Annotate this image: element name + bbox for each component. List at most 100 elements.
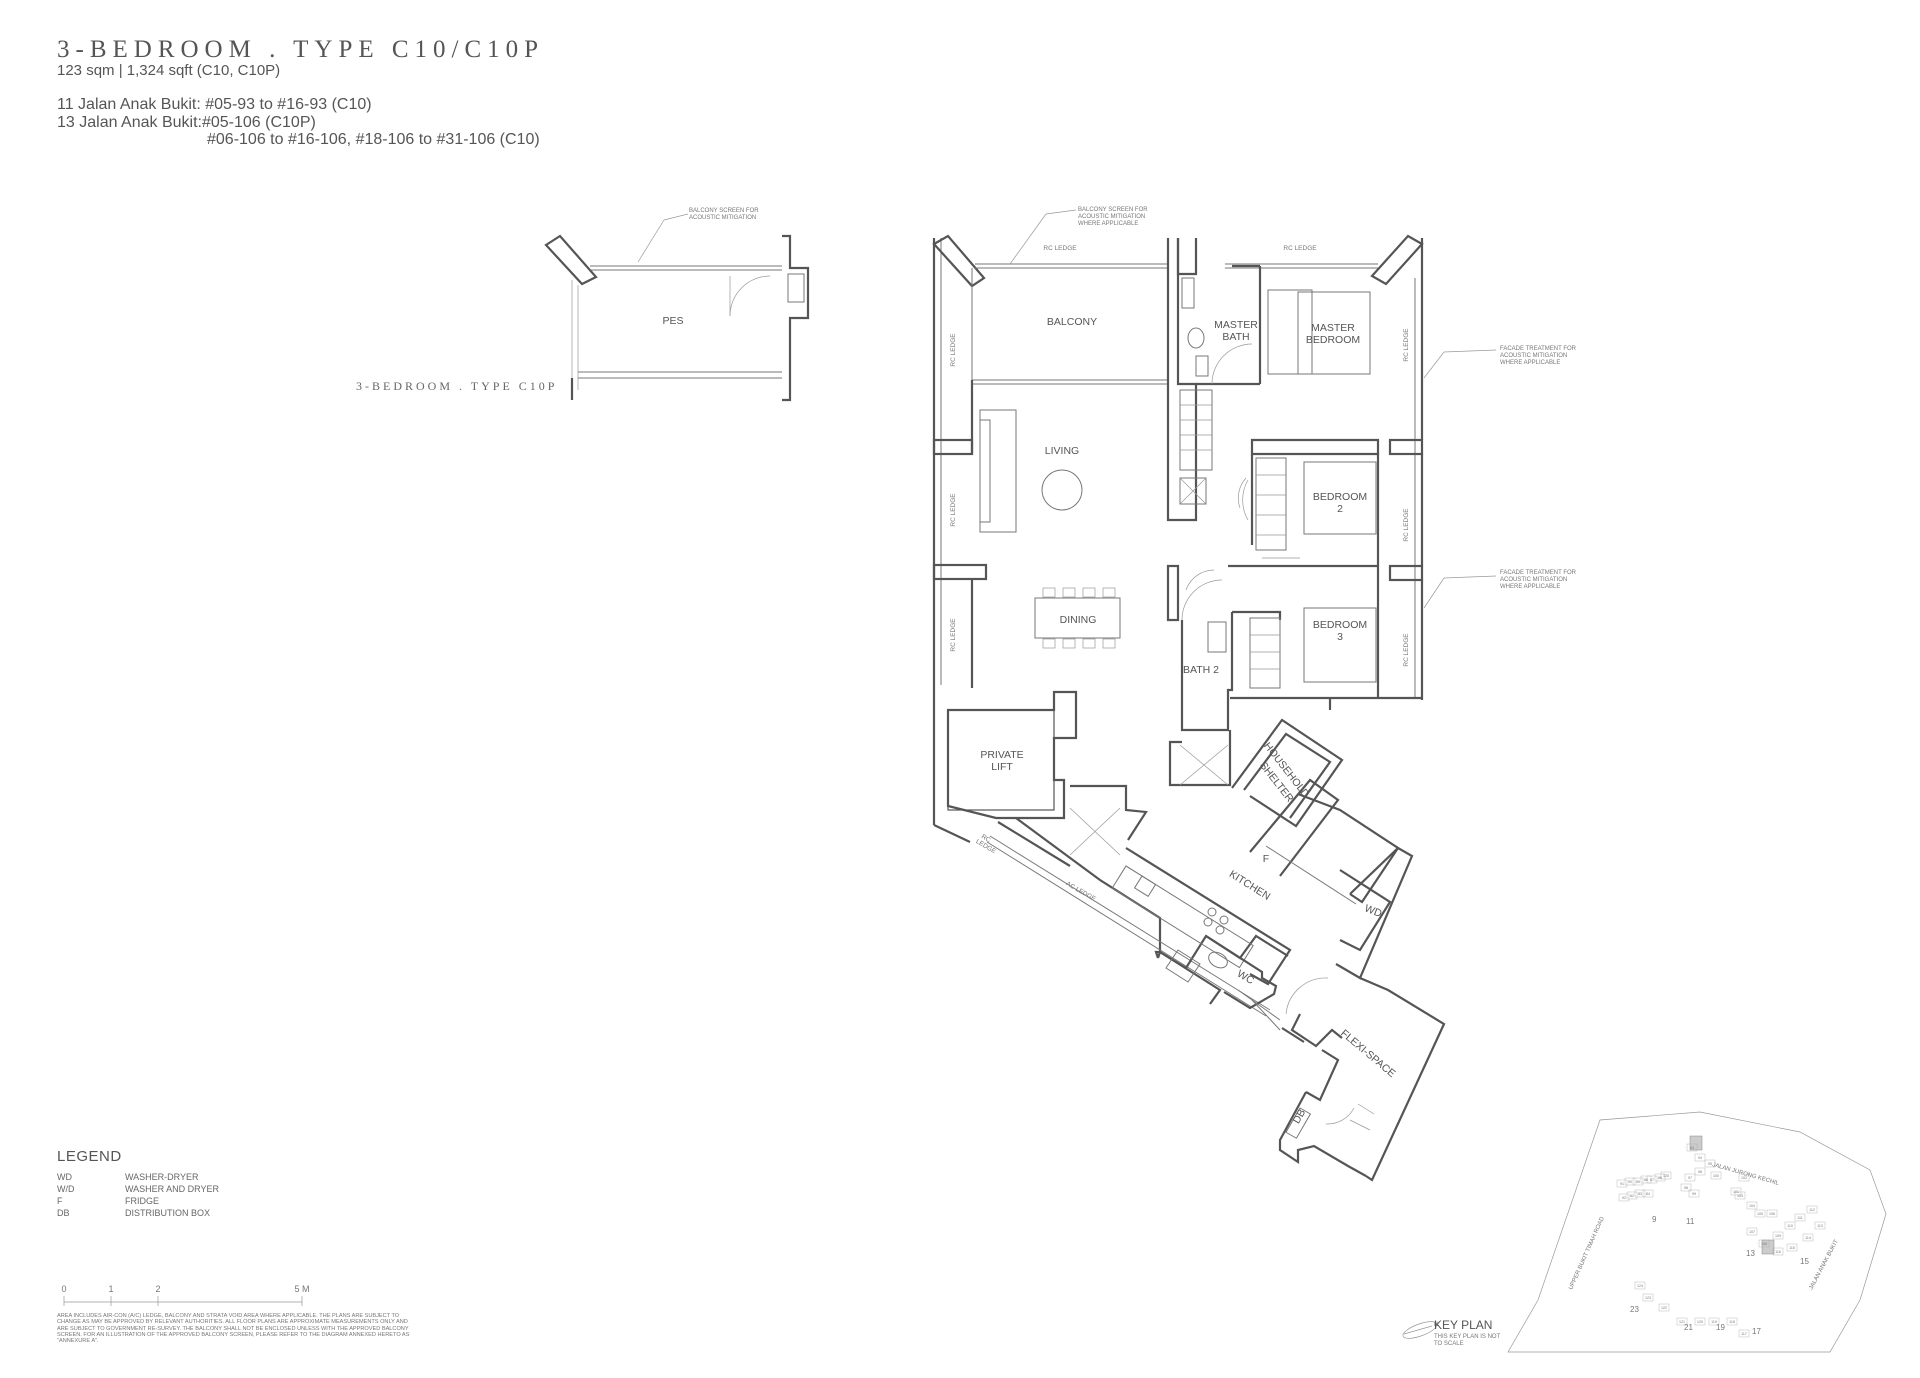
page-title: 3-BEDROOM . TYPE C10/C10P — [57, 36, 545, 63]
legend-key: F — [57, 1196, 63, 1206]
keyplan-unit-number: 96 — [1698, 1170, 1702, 1174]
rc-ledge-top-right: RC LEDGE — [1283, 245, 1317, 252]
keyplan-unit-box — [1694, 1167, 1706, 1176]
inset-note-line1: BALCONY SCREEN FOR — [689, 208, 759, 214]
keyplan-unit-box — [1680, 1183, 1692, 1192]
rc-ledge-right-1: RC LEDGE — [1403, 328, 1410, 362]
legend-title: LEGEND — [57, 1148, 122, 1165]
keyplan-unit-box — [1746, 1227, 1758, 1236]
unit-area: 123 sqm | 1,324 sqft (C10, C10P) — [57, 62, 281, 79]
keyplan-road-2: UPPER BUKIT TIMAH ROAD — [1568, 1215, 1606, 1290]
bath2-label: BATH 2 — [1183, 664, 1219, 676]
keyplan-unit-number: 103 — [1737, 1194, 1743, 1198]
keyplan-unit-box — [1738, 1329, 1750, 1338]
keyplan-unit-number: 111 — [1797, 1216, 1802, 1220]
keyplan-unit-number: 122 — [1661, 1306, 1667, 1310]
address-line-3: #06-106 to #16-106, #18-106 to #31-106 (… — [207, 131, 540, 148]
master-bedroom-label-1: MASTER — [1311, 322, 1355, 334]
keyplan-unit-box — [1754, 1209, 1766, 1218]
annotation-facade-1: FACADE TREATMENT FOR ACOUSTIC MITIGATION… — [1423, 346, 1577, 379]
keyplan-unit-box — [1710, 1171, 1722, 1180]
keyplan-unit-box — [1658, 1303, 1670, 1312]
facade2-note-1: FACADE TREATMENT FOR — [1500, 570, 1577, 576]
keyplan-unit-number: 99 — [1692, 1192, 1696, 1196]
key-plan-label: KEY PLAN — [1434, 1318, 1493, 1332]
flexi-space-label: FLEXI-SPACE — [1338, 1027, 1397, 1080]
kitchen-label: KITCHEN — [1227, 868, 1272, 903]
bedroom2-label-2: 2 — [1337, 503, 1343, 515]
bedroom3-label-1: BEDROOM — [1313, 619, 1367, 631]
facade2-note-2: ACOUSTIC MITIGATION — [1500, 577, 1567, 583]
keyplan-unit-number: 119 — [1711, 1320, 1717, 1324]
main-floor-plan: RC LEDGE RC LEDGE BALCONY RC LEDGE RC LE… — [932, 234, 1446, 1182]
fridge-label: F — [1263, 853, 1269, 865]
scale-bar: 0 1 2 5 M — [61, 1284, 310, 1306]
bedroom3-label-2: 3 — [1337, 631, 1343, 643]
keyplan-unit-box — [1772, 1247, 1784, 1256]
keyplan-unit-box — [1676, 1317, 1688, 1326]
rc-ledge-left-1: RC LEDGE — [950, 333, 957, 367]
keyplan-unit-box — [1738, 1173, 1750, 1182]
keyplan-road-1: JALAN JURONG KECHIL — [1711, 1162, 1780, 1187]
keyplan-unit-number: 110 — [1787, 1224, 1793, 1228]
keyplan-unit-box — [1814, 1221, 1826, 1230]
key-plan: N JALAN JURONG KECHIL UPPER BUKIT TIMAH … — [1402, 1111, 1887, 1353]
keyplan-unit-number: 82 — [1630, 1194, 1634, 1198]
keyplan-unit-number: 87 — [1650, 1178, 1654, 1182]
master-bath-label-1: MASTER — [1214, 319, 1258, 331]
private-lift-label-1: PRIVATE — [980, 749, 1023, 761]
keyplan-unit-box — [1634, 1189, 1646, 1198]
facade1-note-1: FACADE TREATMENT FOR — [1500, 346, 1577, 352]
scale-tick-2: 2 — [155, 1284, 160, 1294]
scale-tick-0: 0 — [61, 1284, 66, 1294]
keyplan-road-3: JALAN ANAK BUKIT — [1808, 1239, 1840, 1291]
keyplan-unit-number: 92 — [1622, 1196, 1626, 1200]
keyplan-unit-number: 112 — [1809, 1208, 1815, 1212]
keyplan-block-15: 15 — [1800, 1257, 1809, 1266]
keyplan-unit-number: 121 — [1679, 1320, 1685, 1324]
keyplan-unit-number: 113 — [1817, 1224, 1823, 1228]
keyplan-unit-box — [1794, 1213, 1806, 1222]
keyplan-unit-number: 89 — [1636, 1180, 1640, 1184]
ac-ledge-label: AC LEDGE — [1065, 880, 1098, 903]
keyplan-unit-number: 104 — [1749, 1204, 1755, 1208]
keyplan-unit-number: 108 — [1761, 1242, 1767, 1246]
keyplan-unit-box — [1660, 1171, 1672, 1180]
legend-key: W/D — [57, 1184, 75, 1194]
keyplan-unit-number: 107 — [1749, 1230, 1755, 1234]
keyplan-unit-number: 86 — [1658, 1176, 1662, 1180]
keyplan-block-19: 19 — [1716, 1323, 1725, 1332]
scale-tick-5: 5 M — [294, 1284, 309, 1294]
address-line-2: 13 Jalan Anak Bukit:#05-106 (C10P) — [57, 114, 316, 131]
living-label: LIVING — [1045, 445, 1079, 457]
disclaimer-text: Area includes air-con (A/C) ledge, balco… — [57, 1313, 410, 1345]
keyplan-unit-number: 100 — [1713, 1174, 1719, 1178]
keyplan-unit-box — [1654, 1173, 1666, 1182]
inset-note-line2: ACOUSTIC MITIGATION — [689, 215, 756, 221]
keyplan-unit-number: 105 — [1757, 1212, 1763, 1216]
balcony-screen-note-2: ACOUSTIC MITIGATION — [1078, 214, 1145, 220]
private-lift-label-2: LIFT — [991, 761, 1013, 773]
facade1-note-3: WHERE APPLICABLE — [1500, 360, 1560, 366]
master-bedroom-label-2: BEDROOM — [1306, 334, 1360, 346]
inset-pes-plan: PES BALCONY SCREEN FOR ACOUSTIC MITIGATI… — [356, 208, 810, 402]
address-line-1: 11 Jalan Anak Bukit: #05-93 to #16-93 (C… — [57, 96, 372, 113]
keyplan-unit-box — [1642, 1189, 1654, 1198]
keyplan-unit-number: 98 — [1684, 1186, 1688, 1190]
keyplan-block-17: 17 — [1752, 1327, 1761, 1336]
keyplan-unit-box — [1726, 1317, 1738, 1326]
keyplan-unit-number: 88 — [1644, 1178, 1648, 1182]
keyplan-block-11: 11 — [1686, 1217, 1695, 1226]
key-plan-note: THIS KEY PLAN IS NOT TO SCALE — [1434, 1334, 1501, 1347]
keyplan-unit-box — [1686, 1143, 1698, 1152]
legend-value: WASHER-DRYER — [125, 1172, 199, 1182]
keyplan-unit-box — [1634, 1281, 1646, 1290]
keyplan-unit-number: 118 — [1729, 1320, 1735, 1324]
balcony-label: BALCONY — [1047, 316, 1097, 328]
keyplan-unit-box — [1694, 1153, 1706, 1162]
